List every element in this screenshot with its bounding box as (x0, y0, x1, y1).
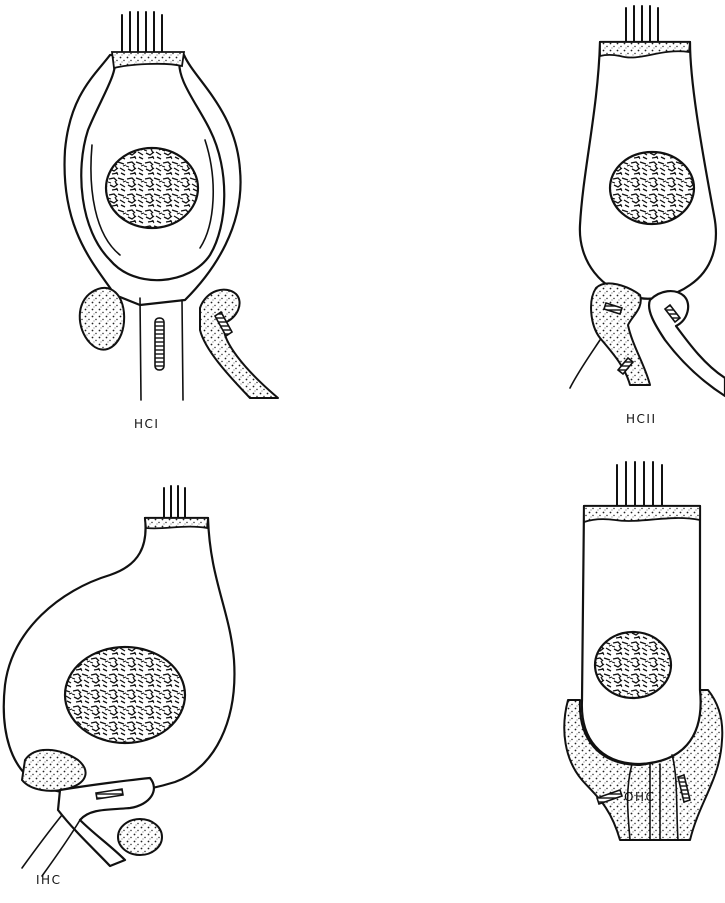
nucleus (595, 632, 671, 698)
label-hc2: HCII (626, 412, 656, 426)
inner-hair-cell: IHC (4, 486, 235, 887)
stereocilia-bundle (626, 6, 658, 42)
stereocilia-bundle (164, 486, 185, 518)
outer-hair-cell: OHC (564, 462, 722, 840)
nerve-terminal (649, 291, 725, 396)
stereocilia-bundle (617, 462, 662, 506)
hair-cell-type-1: HCI (65, 12, 278, 431)
stereocilia-bundle (122, 12, 162, 52)
mitochondrion (155, 318, 164, 370)
label-ohc: OHC (624, 790, 655, 804)
efferent-bouton (118, 819, 162, 855)
hair-cell-type-2: HCII (570, 6, 725, 426)
label-hc1: HCI (134, 417, 159, 431)
cuticular-plate (145, 518, 208, 528)
nucleus (65, 647, 185, 743)
nucleus (610, 152, 694, 224)
efferent-fiber (200, 290, 278, 398)
efferent-bouton (80, 288, 124, 350)
nucleus (106, 148, 198, 228)
label-ihc: IHC (36, 873, 61, 887)
